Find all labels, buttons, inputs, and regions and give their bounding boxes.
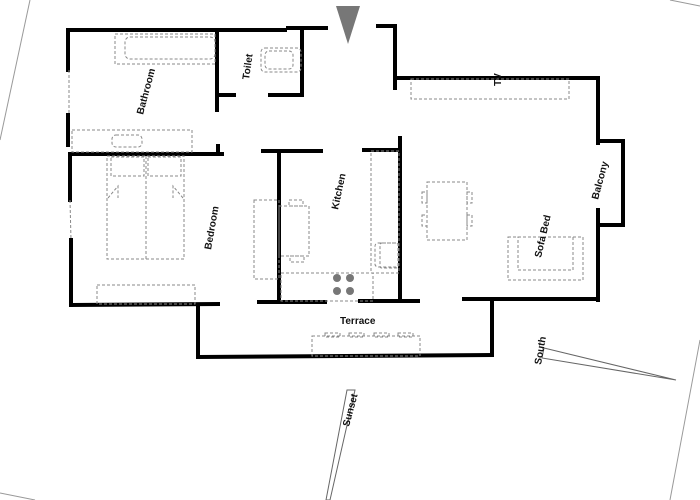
sink-counter bbox=[71, 129, 193, 153]
terrace-bench bbox=[311, 335, 421, 357]
kitchen-table bbox=[278, 205, 310, 257]
kitchen-counter bbox=[280, 272, 374, 302]
kitchen-sink bbox=[374, 242, 400, 268]
label-bedroom: Bedroom bbox=[203, 205, 221, 250]
sheet-edge-left bbox=[0, 0, 31, 141]
stove-burners-icon bbox=[333, 274, 354, 295]
sheet-edge-bottom bbox=[0, 492, 36, 500]
sheet-edge-top bbox=[669, 0, 700, 7]
entrance-arrow-icon bbox=[336, 6, 360, 44]
label-sofa-bed: Sofa Bed bbox=[533, 214, 553, 259]
dining-table bbox=[426, 181, 468, 241]
tv-unit bbox=[410, 78, 570, 100]
bathtub bbox=[114, 33, 216, 65]
furniture bbox=[71, 33, 584, 357]
label-kitchen: Kitchen bbox=[330, 172, 348, 210]
counter-left bbox=[253, 199, 280, 280]
toilet-bowl bbox=[260, 47, 302, 73]
label-balcony: Balcony bbox=[590, 160, 611, 201]
dresser bbox=[96, 284, 196, 305]
label-toilet: Toilet bbox=[241, 53, 256, 81]
sheet-edge-right bbox=[669, 339, 700, 500]
label-terrace: Terrace bbox=[340, 316, 376, 327]
label-south: South bbox=[533, 336, 549, 366]
south-direction-icon bbox=[541, 347, 677, 381]
label-tv: TV bbox=[493, 73, 504, 86]
window-bedroom bbox=[69, 199, 72, 241]
sink bbox=[111, 134, 143, 148]
label-sunset: Sunset bbox=[341, 392, 360, 428]
sunset-direction-icon bbox=[325, 389, 356, 500]
label-bathroom: Bathroom bbox=[135, 67, 158, 116]
